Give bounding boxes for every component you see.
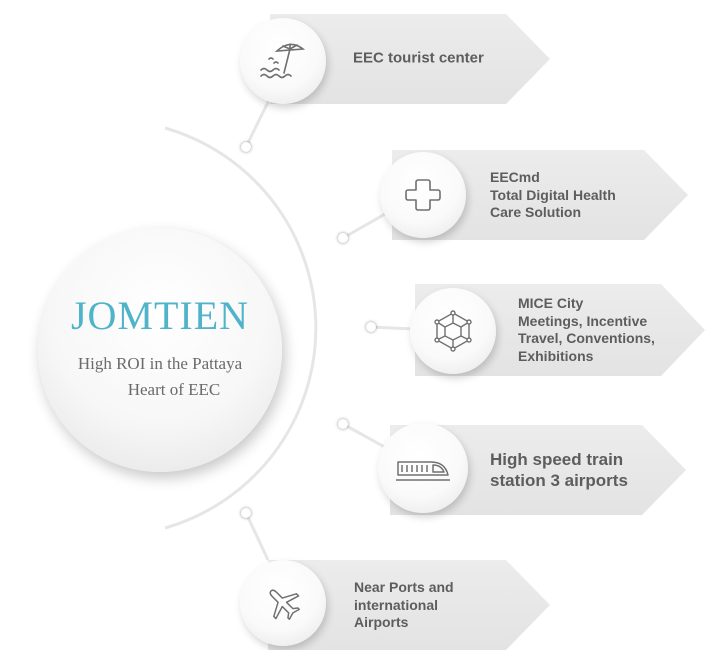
feature-label-mice-city: MICE City Meetings, Incentive Travel, Co… [518, 295, 655, 364]
feature-tag-high-speed-train: High speed train station 3 airports [390, 425, 686, 515]
mice-city-badge [410, 288, 496, 374]
medical-cross-icon [405, 179, 441, 211]
tourist-center-badge [240, 18, 326, 104]
connector-line-1 [244, 97, 272, 148]
airplane-icon [269, 589, 301, 621]
connector-arc [164, 126, 318, 530]
hub-subtitle-line-2: Heart of EEC [127, 380, 221, 399]
feature-label-eecmd: EECmd Total Digital Health Care Solution [490, 168, 616, 220]
connector-line-3 [370, 325, 416, 331]
arc-node [241, 142, 251, 152]
eecmd-badge [380, 152, 466, 238]
hub-subtitle-line-1: High ROI in the Pattaya [77, 354, 243, 373]
beach-umbrella-icon [260, 43, 306, 79]
hub-title: JOMTIEN [70, 293, 250, 338]
arc-node [241, 508, 251, 518]
feature-label-ports-airports: Near Ports and international Airports [354, 578, 454, 630]
feature-label-tourist-center: EEC tourist center [353, 49, 484, 67]
arc-node [366, 322, 376, 332]
high-speed-train-icon [396, 461, 450, 481]
arc-node [338, 233, 348, 243]
feature-label-high-speed-train: High speed train station 3 airports [490, 449, 628, 490]
ports-airports-badge [240, 560, 326, 646]
connector-line-4 [342, 422, 391, 452]
high-speed-train-badge [378, 423, 468, 513]
jomtien-hub-circle: JOMTIEN High ROI in the Pattaya Heart of… [38, 228, 282, 472]
network-cube-icon [434, 310, 472, 352]
connector-line-5 [244, 512, 270, 561]
arc-node [338, 419, 348, 429]
